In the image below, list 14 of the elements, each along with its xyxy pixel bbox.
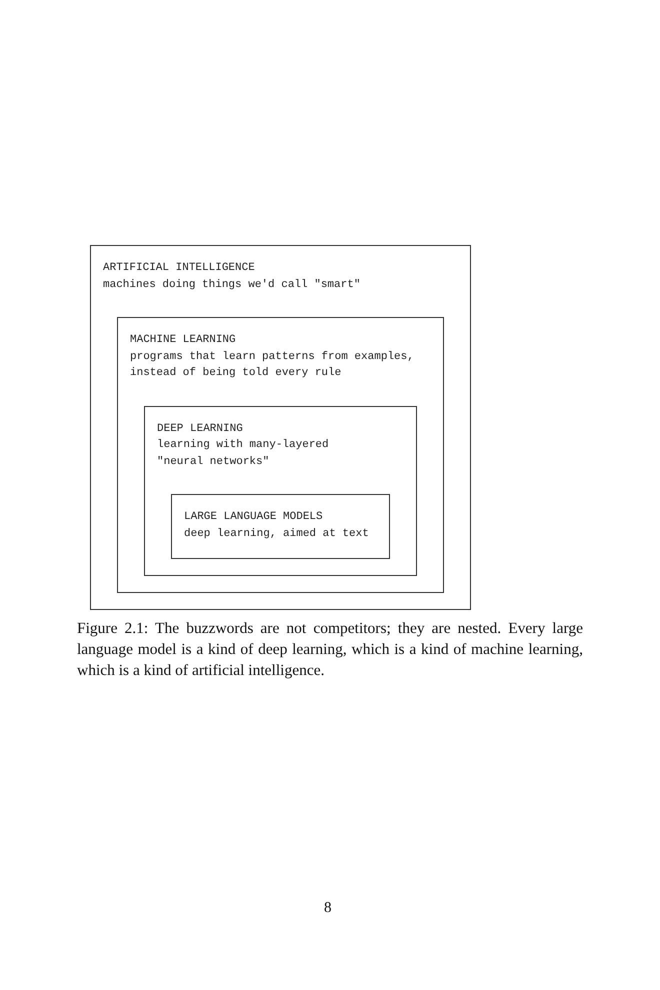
- page-number: 8: [324, 900, 332, 917]
- figure-caption: Figure 2.1: The buzzwords are not competitors; they are nested. Every large language model is a kind of deep learning, which is a kind of machine learning, which is a kind of artificial intelligence.: [77, 619, 583, 681]
- box-description: programs that learn patterns from examples, instead of being told every rule: [129, 350, 415, 381]
- box-heading: LARGE LANGUAGE MODELS: [183, 510, 324, 525]
- box-description: deep learning, aimed at text: [183, 526, 370, 542]
- box-description: learning with many-layered "neural networks": [156, 438, 330, 470]
- box-heading: ARTIFICIAL INTELLIGENCE: [102, 261, 256, 276]
- category-box: [171, 494, 390, 559]
- category-box: [117, 317, 444, 593]
- category-box: [90, 245, 471, 610]
- category-box: [144, 406, 417, 576]
- box-heading: DEEP LEARNING: [156, 422, 244, 436]
- box-heading: MACHINE LEARNING: [129, 333, 237, 348]
- box-description: machines doing things we'd call "smart": [102, 278, 362, 292]
